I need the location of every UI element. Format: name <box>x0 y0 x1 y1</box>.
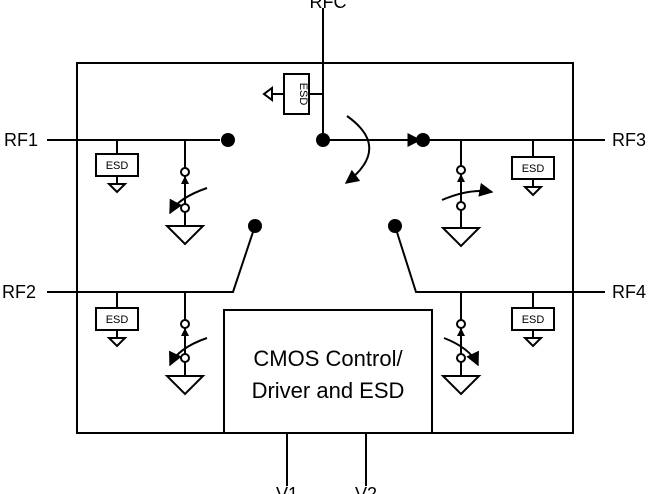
esd-label-rf1: ESD <box>106 160 129 172</box>
esd-label-rfc: ESD <box>297 83 309 106</box>
rfc-label: RFC <box>310 0 347 12</box>
esd-label-rf3: ESD <box>522 163 545 175</box>
rf2-esd-ground-icon <box>106 337 128 348</box>
v1-label: V1 <box>276 484 298 494</box>
rf1-shunt-ground-icon <box>164 225 206 246</box>
rf3-label: RF3 <box>612 130 646 150</box>
v2-label: V2 <box>355 484 377 494</box>
cmos-control-block <box>223 309 433 434</box>
rf1-contact <box>221 133 235 147</box>
rf2-line <box>47 225 256 293</box>
rfc-contact <box>316 133 330 147</box>
control-block-line1: CMOS Control/ <box>253 346 403 371</box>
rf2-contact <box>248 219 262 233</box>
rf2-shunt-ground-icon <box>164 375 206 396</box>
control-block-line2: Driver and ESD <box>252 378 405 403</box>
rf3-contact <box>416 133 430 147</box>
rf1-esd-ground-icon <box>106 183 128 194</box>
rf4-label: RF4 <box>612 282 646 302</box>
rf3-esd-ground-icon <box>522 186 544 197</box>
rfc-ground-icon <box>262 86 273 102</box>
rf4-esd-ground-icon <box>522 337 544 348</box>
rf4-contact <box>388 219 402 233</box>
rotation-arrow <box>344 115 371 184</box>
rf3-shunt-ground-icon <box>440 227 482 248</box>
rf1-label: RF1 <box>4 130 38 150</box>
rf4-shunt-ground-icon <box>440 375 482 396</box>
rf4-line <box>394 225 605 293</box>
rf2-label: RF2 <box>2 282 36 302</box>
esd-label-rf2: ESD <box>106 314 129 326</box>
esd-label-rf4: ESD <box>522 314 545 326</box>
